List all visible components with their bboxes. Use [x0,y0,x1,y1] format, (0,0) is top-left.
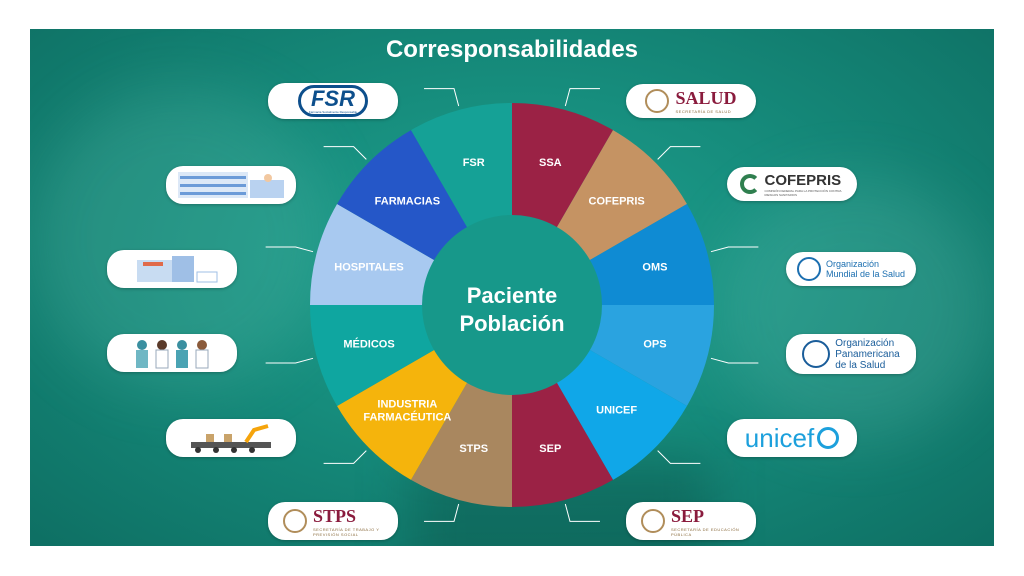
segment-label: FSR [463,157,485,169]
ops-line3: de la Salud [835,359,886,371]
ops-line1: Organización [835,337,895,349]
americas-globe-icon [802,340,831,368]
center-circle [422,215,602,395]
salud-logo-pill: SALUD SECRETARÍA DE SALUD [626,84,756,118]
segment-label: HOSPITALES [334,262,403,274]
cofepris-c-icon [739,174,760,194]
cofepris-logo-sub: COMISIÓN FEDERAL PARA LA PROTECCIÓN CONT… [764,188,842,197]
connector-line [657,146,701,160]
connector-line [710,357,759,364]
fsr-logo-pill: FSR Farmacia Socialmente Responsable [268,83,398,119]
segment-label: SEP [539,443,561,455]
unicef-logo-text: unicef [744,422,815,453]
segment-fsr [411,103,512,229]
segment-ssa [512,103,613,229]
connector-line [424,503,460,522]
segment-stps [411,381,512,507]
segment-oms [588,204,714,305]
segment-label: OMS [642,262,667,274]
ops-line2: Panamericana [835,348,900,360]
connector-line [564,88,600,107]
segment-industria-farmacéutica [337,349,468,480]
doctors-illustration-pill [107,334,237,372]
segment-label: STPS [459,443,488,455]
connector-line [323,146,367,160]
connector-line [564,503,600,522]
salud-logo-sub: SECRETARÍA DE SALUD [675,109,732,114]
center-label-line2: Población [459,311,564,336]
pharmacy-illustration-pill [166,166,296,204]
pharmacy-shelves-icon [178,172,284,198]
segment-cofepris [556,130,687,261]
cofepris-logo-pill: COFEPRIS COMISIÓN FEDERAL PARA LA PROTEC… [727,167,857,201]
fsr-logo-sub: Farmacia Socialmente Responsable [308,110,358,114]
center-label-line1: Paciente [467,283,558,308]
connector-line [265,246,314,253]
medical-staff-icon [136,340,209,369]
industry-illustration-pill [166,419,296,457]
stps-logo-sub: SECRETARÍA DE TRABAJO Y PREVISIÓN SOCIAL [313,526,380,537]
connector-line [265,357,314,364]
connector-line [710,246,759,253]
salud-logo-text: SALUD [675,88,737,108]
oms-line1: Organización [825,259,879,269]
segment-label: FARMACIAS [375,195,440,207]
segment-ring [310,103,714,507]
unicef-globe-icon [817,427,840,449]
segment-ops [588,305,714,406]
segment-label: UNICEF [596,405,637,417]
sep-logo-text: SEP [671,505,705,526]
hospital-illustration-pill [107,250,237,288]
connector-line [424,88,460,107]
connector-lines [265,88,759,522]
segment-farmacias [337,130,468,261]
globe-icon [796,257,821,281]
segment-médicos [310,305,436,406]
eagle-seal-icon [645,89,670,113]
connector-line [323,450,367,464]
eagle-seal-icon [641,509,665,533]
hospital-building-icon [137,256,218,283]
stps-logo-text: STPS [313,505,357,526]
segment-sep [512,381,613,507]
oms-line2: Mundial de la Salud [825,269,906,279]
eagle-seal-icon [283,509,307,533]
diagram-title: Corresponsabilidades [385,36,639,63]
segment-label: OPS [643,338,666,350]
segment-label: SSA [539,157,562,169]
segment-label: MÉDICOS [343,337,394,350]
unicef-logo-pill: unicef [727,419,857,457]
segment-hospitales [310,204,436,305]
segment-unicef [556,349,687,480]
segment-label: COFEPRIS [589,195,645,207]
fsr-logo-text: FSR [310,86,355,111]
sep-logo-pill: SEP SECRETARÍA DE EDUCACIÓN PÚBLICA [626,502,756,540]
factory-robot-arm-icon [191,424,271,453]
stps-logo-pill: STPS SECRETARÍA DE TRABAJO Y PREVISIÓN S… [268,502,398,540]
sep-logo-sub: SECRETARÍA DE EDUCACIÓN PÚBLICA [671,526,740,537]
connector-line [657,450,701,464]
cofepris-logo-text: COFEPRIS [764,171,842,189]
oms-logo-pill: Organización Mundial de la Salud [786,252,916,286]
ops-logo-pill: Organización Panamericana de la Salud [786,334,916,374]
